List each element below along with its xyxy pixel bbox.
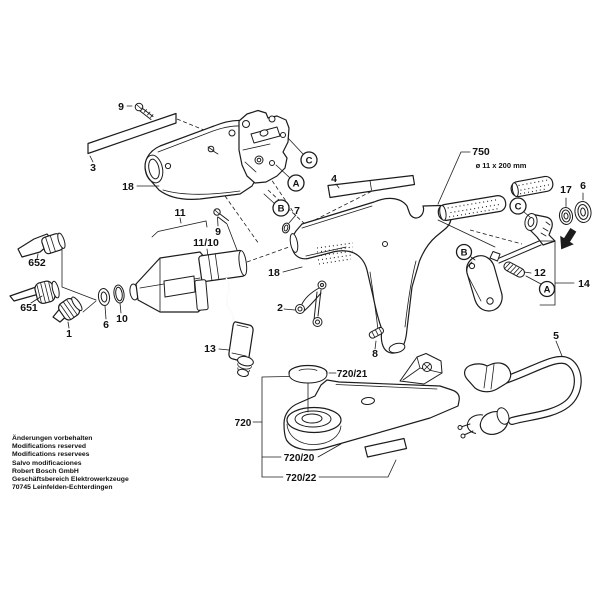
svg-text:B: B [278,204,285,215]
switch-mount-block [238,109,290,184]
part-label-4: 4 [331,173,337,185]
part-label-5: 5 [553,330,559,342]
imprint-line: Geschäftsbereich Elektrowerkzeuge [12,476,129,484]
contact-plate-13: 13 [204,321,254,378]
part-label-720-20: 720/20 [284,453,315,464]
imprint-block: Änderungen vorbehalten Modifications res… [12,435,129,492]
part-label-14: 14 [578,278,590,290]
part-label-11: 11 [174,207,185,219]
nozzle-652: 652 [17,232,97,313]
part-label-720-22: 720/22 [286,473,317,484]
sticker-720-22 [364,437,408,458]
housing-half-right-18: 18 [268,197,452,354]
group-bracket-11: 11 11/10 [151,207,219,257]
spring-12: 12 [503,261,546,279]
callout-c-icon: C [287,137,318,169]
cap-720-21: 720/21 [288,364,368,413]
part-label-3: 3 [90,162,96,174]
callout-c2-icon: C [509,197,531,218]
group-bracket-14: 14 [539,240,590,306]
callout-b-icon: B [263,193,290,217]
stand-base-720: 720/21 720 720/20 720/22 [235,353,460,484]
part-label-9-top: 9 [118,101,124,113]
part-label-17: 17 [560,184,572,196]
svg-text:A: A [293,179,300,190]
part-label-1: 1 [66,328,72,340]
part-label-12: 12 [534,267,546,279]
part-label-18-left: 18 [122,181,134,193]
insert-direction-arrow-icon [560,227,577,250]
trigger-rod [496,240,542,264]
callout-a-icon: A [275,164,305,192]
imprint-line: Salvo modificaciones [12,459,82,467]
part-label-7: 7 [294,205,300,217]
part-label-8: 8 [372,348,378,360]
trigger-lever [465,251,503,312]
washer-6-left: 6 [97,288,111,331]
glue-stick-size-label: ø 11 x 200 mm [476,161,527,170]
imprint-line: Änderungen vorbehalten [12,435,93,442]
cord-connector [464,362,512,393]
imprint-line: 70745 Leinfelden-Echterdingen [12,484,113,492]
screw-9-top: 9 [118,101,154,120]
cord-plug [457,407,510,439]
label-strip-4: 4 [327,173,416,199]
group-bracket-720: 720 720/20 720/22 [235,376,397,484]
ring-10: 10 [113,284,128,325]
svg-text:A: A [544,285,551,296]
feeder-claw [524,213,556,246]
washer-17: 17 [558,184,574,225]
part-label-11-10: 11/10 [193,237,219,249]
imprint-line: Modifications reserved [12,443,87,451]
part-label-720: 720 [235,418,252,429]
part-label-720-21: 720/21 [337,369,368,380]
part-label-9-mid: 9 [215,226,221,238]
part-label-652: 652 [28,257,46,269]
callout-a2-icon: A [525,275,556,298]
nozzle-1: 1 [52,296,83,340]
imprint-line: Robert Bosch GmbH [12,467,79,475]
part-label-651: 651 [20,302,38,314]
callout-b2-icon: B [455,243,476,261]
stand-hook-bracket [399,353,443,385]
o-ring-7: 7 [281,205,300,234]
power-cord-5: 5 [457,330,582,439]
screw-9-mid: 9 [213,208,238,251]
ring-6-right: 6 [574,180,592,223]
strip-part-3: 3 [87,112,177,174]
part-label-18-right: 18 [268,267,280,279]
glue-sticks-750: 750 ø 11 x 200 mm [437,146,554,248]
part-label-13: 13 [204,343,216,355]
svg-text:B: B [461,248,468,259]
nozzle-651: 651 [9,280,60,314]
part-label-2: 2 [277,302,283,314]
imprint-line: Modifications reservees [12,451,90,459]
svg-text:C: C [306,156,313,167]
part-label-750: 750 [472,146,490,158]
part-label-10: 10 [116,313,128,325]
trigger-linkage-2: 2 [277,280,327,327]
part-label-6-left: 6 [103,319,109,331]
pin-8: 8 [368,326,384,360]
housing-half-left-18: 18 [122,119,266,200]
svg-text:C: C [515,202,522,213]
heating-element [129,249,248,332]
part-label-6-right: 6 [580,180,586,192]
